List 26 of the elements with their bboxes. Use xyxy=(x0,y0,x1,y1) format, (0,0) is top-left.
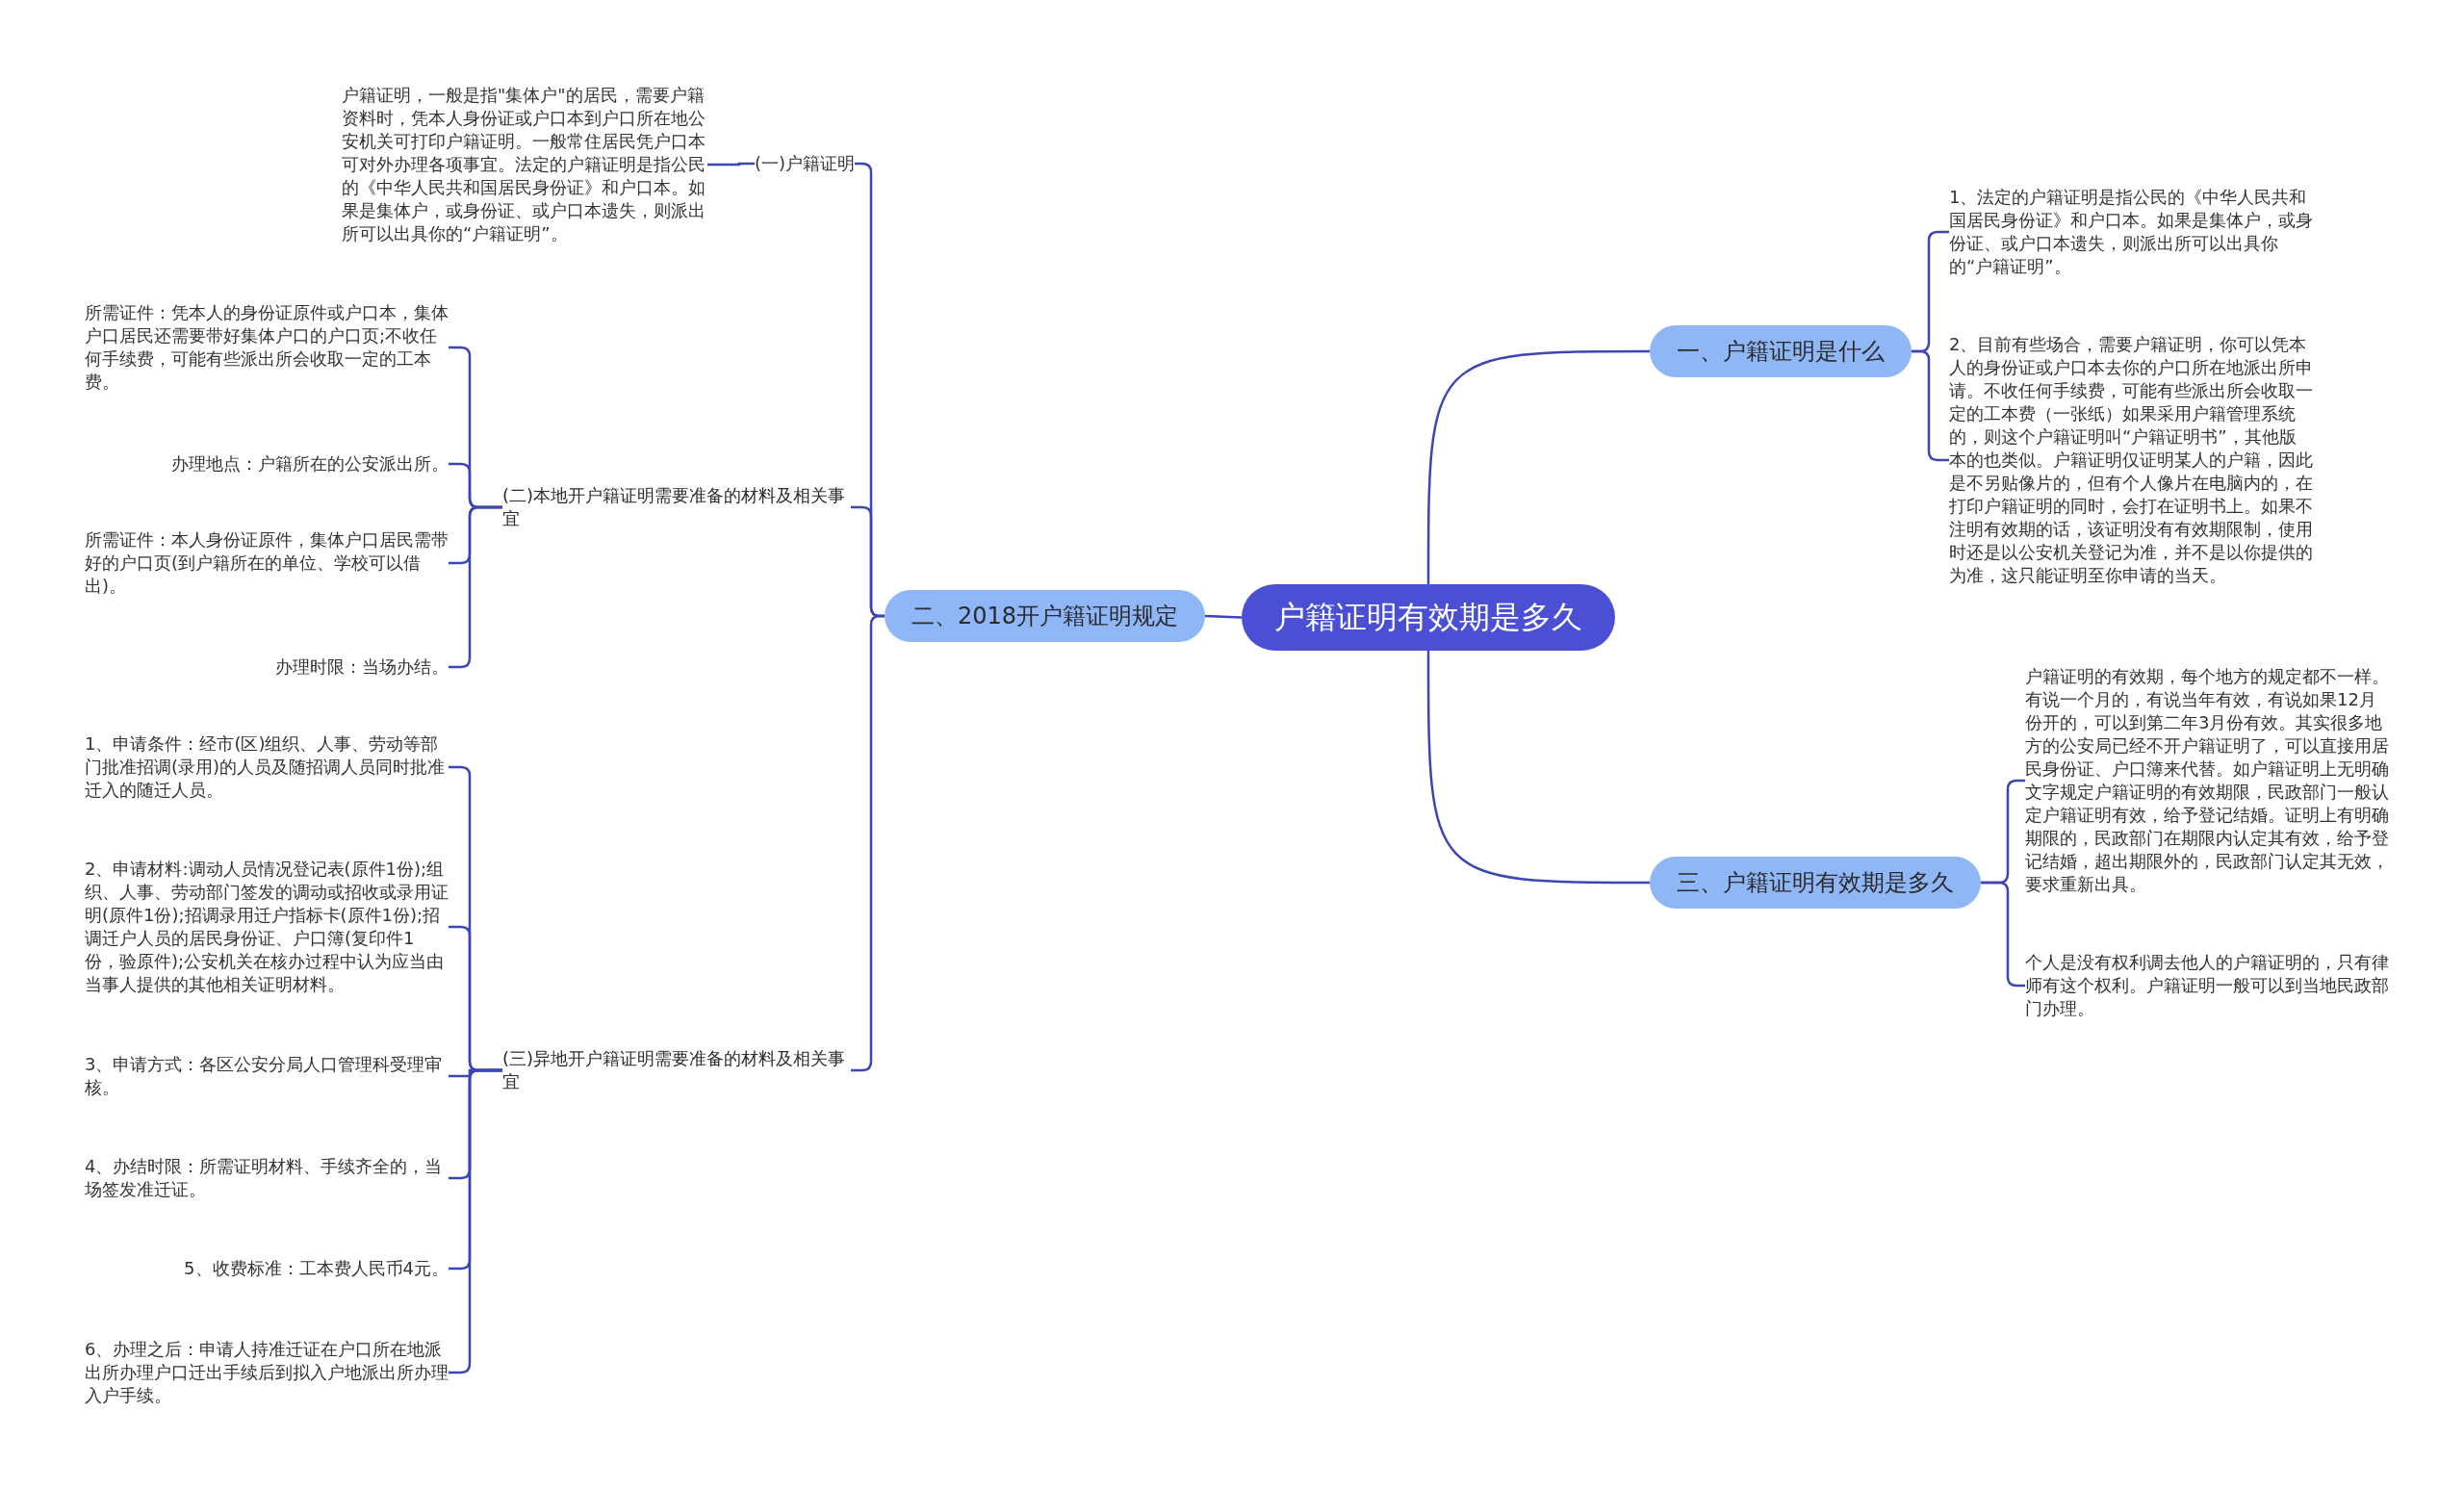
note-text: 所需证件：本人身份证原件，集体户口居民需带好的户口页(到户籍所在的单位、学校可以借出)。 xyxy=(85,528,449,598)
note-text: 个人是没有权利调去他人的户籍证明的，只有律师有这个权利。户籍证明一般可以到当地民政部门办理。 xyxy=(2025,951,2389,1020)
note-text: 3、申请方式：各区公安分局人口管理科受理审核。 xyxy=(85,1053,449,1099)
topic-pill: 三、户籍证明有效期是多久 xyxy=(1650,857,1981,909)
connector-line xyxy=(1426,349,1650,584)
topic-pill: 二、2018开户籍证明规定 xyxy=(884,590,1205,642)
note-text: (一)户籍证明 xyxy=(754,152,855,175)
central-topic: 户籍证明有效期是多久 xyxy=(1242,584,1615,651)
note-text: 2、申请材料:调动人员情况登记表(原件1份);组织、人事、劳动部门签发的调动或招收或录用证明(原件1份);招调录用迁户指标卡(原件1份);招调迁户人员的居民身份证、户口簿(复印件1份，验原件);公安机关在核办过程中认为应当由当事人提供的其他相关证明材料。 xyxy=(85,858,449,996)
note-text: 6、办理之后：申请人持准迁证在户口所在地派出所办理户口迁出手续后到拟入户地派出所办理入户手续。 xyxy=(85,1338,449,1407)
note-text: 办理时限：当场办结。 xyxy=(275,655,449,679)
connector-line xyxy=(1204,614,1243,619)
note-text: 5、收费标准：工本费人民币4元。 xyxy=(184,1257,449,1280)
note-text: 1、法定的户籍证明是指公民的《中华人民共和国居民身份证》和户口本。如果是集体户，或身份证、或户口本遗失，则派出所可以出具你的“户籍证明”。 xyxy=(1949,186,2313,278)
note-text: 所需证件：凭本人的身份证原件或户口本，集体户口居民还需要带好集体户口的户口页;不收任何手续费，可能有些派出所会收取一定的工本费。 xyxy=(85,301,449,394)
subtopic-label: (二)本地开户籍证明需要准备的材料及相关事宜 xyxy=(502,484,851,530)
note-text: 户籍证明，一般是指"集体户"的居民，需要户籍资料时，凭本人身份证或户口本到户口所在地公安机关可打印户籍证明。一般常住居民凭户口本可对外办理各项事宜。法定的户籍证明是指公民的《中华人民共和国居民身份证》和户口本。如果是集体户，或身份证、或户口本遗失，则派出所可以出具你的“户籍证明”。 xyxy=(342,84,707,245)
subtopic-label: (三)异地开户籍证明需要准备的材料及相关事宜 xyxy=(502,1047,851,1093)
note-text: 1、申请条件：经市(区)组织、人事、劳动等部门批准招调(录用)的人员及随招调人员同时批准迁入的随迁人员。 xyxy=(85,732,449,802)
note-text: 办理地点：户籍所在的公安派出所。 xyxy=(171,452,449,475)
note-text: 户籍证明的有效期，每个地方的规定都不一样。有说一个月的，有说当年有效，有说如果12月份开的，可以到第二年3月份有效。其实很多地方的公安局已经不开户籍证明了，可以直接用居民身份证、户口簿来代替。如户籍证明上无明确文字规定户籍证明的有效期限，民政部门一般认定户籍证明有效，给予登记结婚。证明上有明确期限的，民政部门在期限内认定其有效，给予登记结婚，超出期限外的，民政部门认定其无效，要求重新出具。 xyxy=(2025,665,2389,896)
connector-line xyxy=(707,162,755,167)
connector-line xyxy=(1426,651,1650,885)
note-text: 4、办结时限：所需证明材料、手续齐全的，当场签发准迁证。 xyxy=(85,1155,449,1201)
topic-pill: 一、户籍证明是什么 xyxy=(1650,325,1912,377)
note-text: 2、目前有些场合，需要户籍证明，你可以凭本人的身份证或户口本去你的户口所在地派出所申请。不收任何手续费，可能有些派出所会收取一定的工本费（一张纸）如果采用户籍管理系统的，则这个户籍证明叫“户籍证明书”，其他版本的也类似。户籍证明仅证明某人的户籍，因此是不另贴像片的，但有个人像片在电脑内的，在打印户籍证明的同时，会打在证明书上。如果不注明有效期的话，该证明没有有效期限制，使用时还是以公安机关登记为准，并不是以你提供的为准，这只能证明至你申请的当天。 xyxy=(1949,333,2313,587)
